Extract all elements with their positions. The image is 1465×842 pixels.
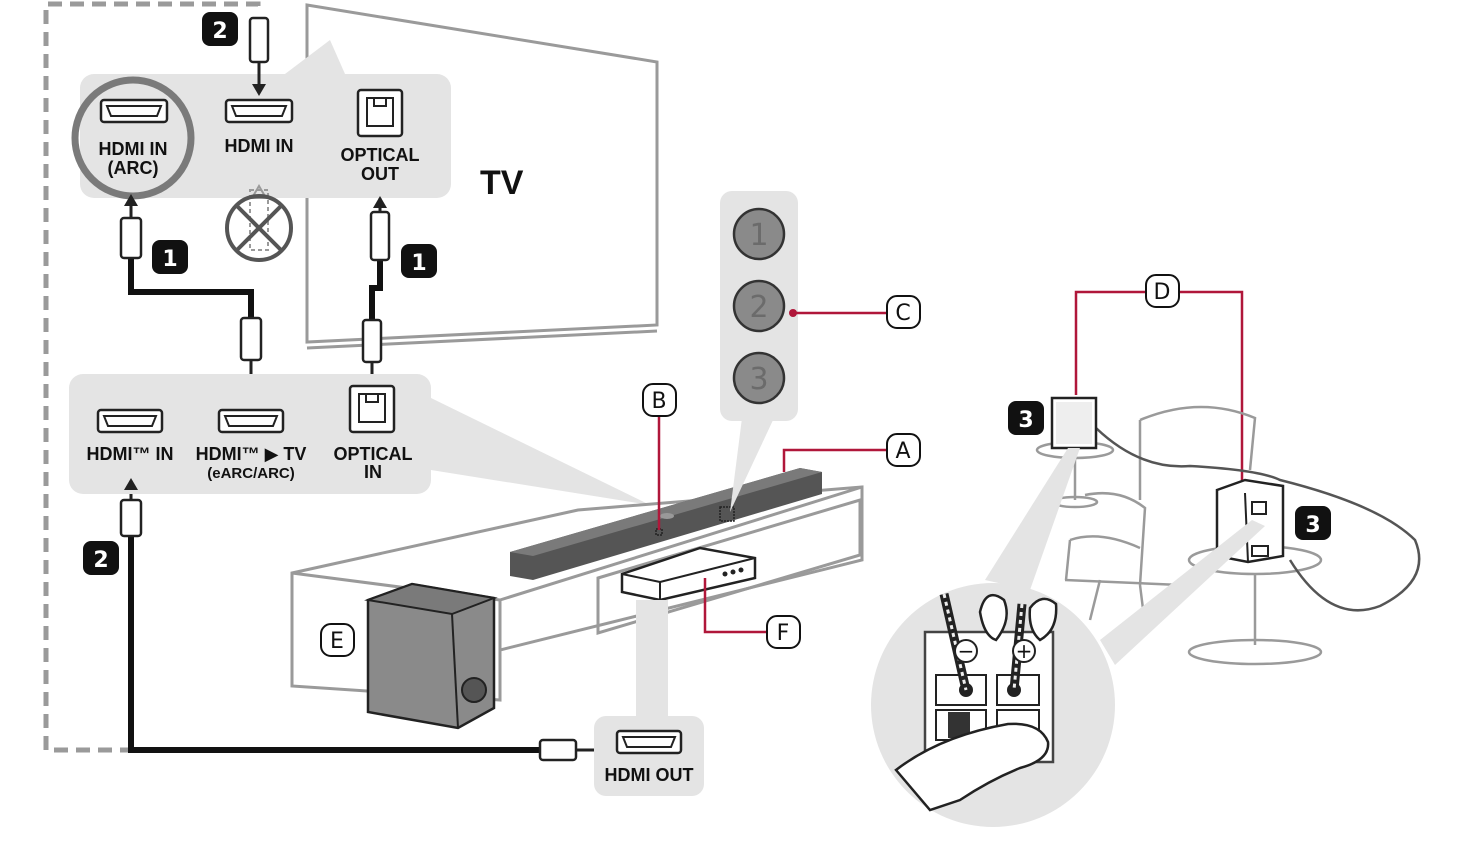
callout-c: C <box>789 295 921 329</box>
rear-speaker-left <box>1050 396 1098 450</box>
plus-terminal-label: + <box>1016 639 1033 663</box>
step-badge-3: 3 <box>1008 401 1044 435</box>
svg-text:3: 3 <box>1018 408 1033 433</box>
hdmi-port-icon <box>615 729 683 755</box>
hdmi-earc-port-icon <box>217 408 285 434</box>
tv-port-sublabel: OUT <box>361 164 399 184</box>
arc-highlight-ring <box>71 76 195 200</box>
remote-button-3: 3 <box>732 351 786 405</box>
svg-text:A: A <box>895 439 910 464</box>
zoom-beam <box>1100 520 1265 665</box>
tv-port-sublabel: (ARC) <box>108 158 159 178</box>
speaker-cable <box>1095 427 1421 612</box>
hdmi-port-icon <box>224 98 294 124</box>
step-badge-2: 2 <box>202 12 238 46</box>
soundbar-port-label: OPTICAL <box>334 444 413 464</box>
svg-text:3: 3 <box>1305 513 1320 538</box>
remote-button-1: 1 <box>732 207 786 261</box>
hdmi-arc-port-icon <box>99 98 169 124</box>
callout-e: E <box>320 623 355 657</box>
svg-text:1: 1 <box>749 218 768 253</box>
tv-port-label: HDMI IN <box>225 136 294 156</box>
soundbar-port-panel: HDMI™ IN HDMI™ ▶ TV (eARC/ARC) OPTICAL I… <box>69 374 650 505</box>
svg-text:F: F <box>777 621 790 646</box>
armchair <box>1064 405 1257 626</box>
optical-port-icon <box>356 88 404 138</box>
minus-terminal-label: − <box>958 639 975 663</box>
svg-text:B: B <box>651 389 666 414</box>
remote-button-panel: 1 2 3 <box>720 191 798 512</box>
soundbar <box>510 468 822 580</box>
tv-port-label: HDMI IN <box>99 139 168 159</box>
callout-b: B <box>642 383 677 530</box>
source-device <box>620 546 757 602</box>
terminal-zoom-circle: − + <box>871 583 1115 827</box>
tv-title: TV <box>480 164 524 202</box>
dashed-route <box>43 1 261 753</box>
step-badge-3: 3 <box>1295 506 1331 540</box>
tv-port-label: OPTICAL <box>341 145 420 165</box>
optical-cable <box>361 196 391 390</box>
soundbar-port-sublabel: (eARC/ARC) <box>207 465 295 482</box>
hdmi-plug-icon <box>248 16 270 96</box>
step-badge-1: 1 <box>152 240 188 274</box>
hdmi-port-icon <box>96 408 164 434</box>
zoom-beam <box>985 448 1080 590</box>
subwoofer <box>364 582 498 730</box>
source-port-panel: HDMI OUT <box>594 600 704 796</box>
tv-port-panel: HDMI IN (ARC) HDMI IN OPTICAL OUT <box>71 40 451 200</box>
svg-text:C: C <box>895 301 910 326</box>
callout-d: D <box>1074 274 1244 490</box>
svg-text:1: 1 <box>162 247 177 272</box>
hdmi-cable <box>119 194 263 390</box>
callout-a: A <box>782 433 921 472</box>
svg-text:E: E <box>330 629 344 654</box>
svg-text:2: 2 <box>212 19 227 44</box>
source-port-label: HDMI OUT <box>605 765 694 785</box>
soundbar-port-label: HDMI™ IN <box>87 444 174 464</box>
step-badge-2: 2 <box>83 541 119 575</box>
callout-f: F <box>703 578 801 649</box>
prohibited-icon <box>225 184 293 262</box>
step-badge-1: 1 <box>401 244 437 278</box>
svg-text:2: 2 <box>749 290 768 325</box>
soundbar-port-sublabel: IN <box>364 462 382 482</box>
svg-text:3: 3 <box>749 362 768 397</box>
optical-port-icon <box>348 384 396 434</box>
soundbar-port-label: HDMI™ ▶ TV <box>196 444 307 464</box>
svg-text:D: D <box>1154 280 1171 305</box>
svg-text:1: 1 <box>411 251 426 276</box>
remote-button-2: 2 <box>732 279 786 333</box>
svg-text:2: 2 <box>93 548 108 573</box>
